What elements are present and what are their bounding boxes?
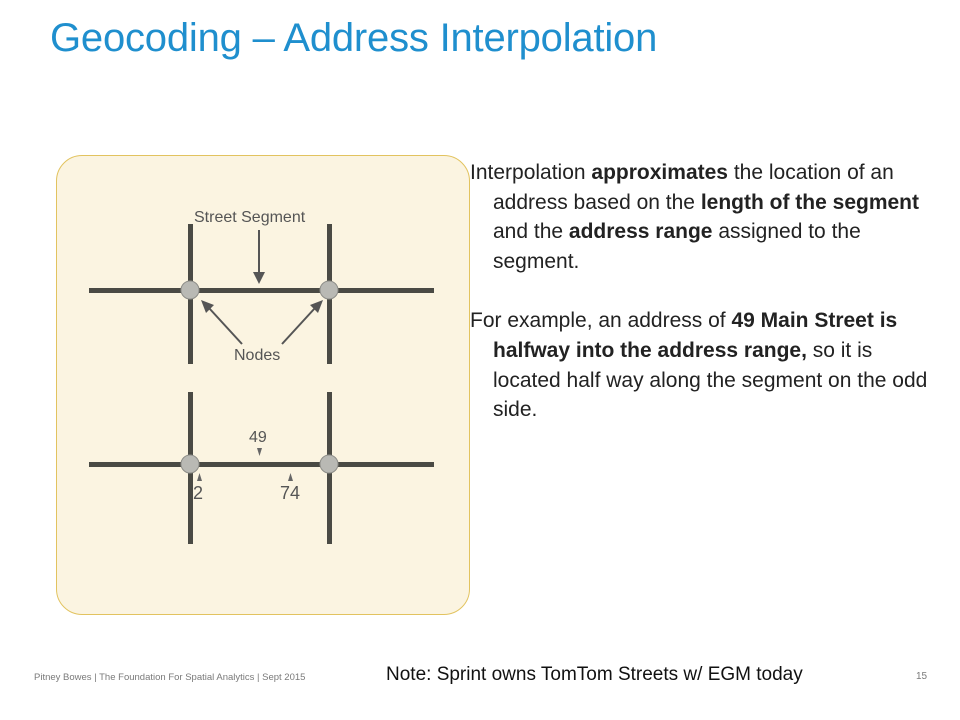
address-mid-marker [257, 448, 262, 456]
body-text: Interpolation approximates the location … [470, 158, 930, 425]
node-left-bottom [180, 454, 200, 474]
node-arrow-right-shaft [281, 307, 316, 345]
horizontal-road-bottom [89, 462, 434, 467]
bold-run: 49 Main Street is halfway into the addre… [493, 309, 898, 362]
node-left-top [180, 280, 200, 300]
horizontal-road-top [89, 288, 434, 293]
text-run: Interpolation [470, 161, 592, 184]
segment-arrow-head [253, 272, 265, 284]
text-run: assigned to the segment. [493, 220, 861, 273]
page-number: 15 [916, 671, 928, 682]
street-segment-illustration: Street Segment Nodes [89, 209, 434, 364]
bold-run: length of the segment [700, 190, 920, 214]
address-interpolation-diagram: Street Segment Nodes 49 2 74 [89, 209, 434, 544]
note-text: Note: Sprint owns TomTom Streets w/ EGM … [386, 664, 803, 685]
bold-run: address range [568, 220, 713, 244]
text-run: For example, an address of [470, 309, 732, 333]
slide-title: Geocoding – Address Interpolation [50, 16, 658, 60]
address-start-label: 2 [193, 483, 203, 503]
street-segment-label: Street Segment [194, 209, 306, 226]
footer-text: Pitney Bowes | The Foundation For Spatia… [34, 672, 306, 683]
example-paragraph: For example, an address of 49 Main Stree… [470, 306, 930, 424]
address-end-marker [288, 473, 293, 481]
node-arrow-left-shaft [208, 307, 243, 345]
text-run: so it is located half way along the segm… [493, 338, 928, 422]
bold-run: approximates [591, 161, 728, 184]
node-right-bottom [319, 454, 339, 474]
interpolation-paragraph: Interpolation approximates the location … [470, 158, 930, 276]
nodes-label: Nodes [234, 347, 280, 364]
address-start-marker [197, 473, 202, 481]
text-run: the location of an address based on the [493, 161, 894, 214]
text-run: and the [493, 220, 569, 244]
node-arrow-right-head [310, 300, 323, 313]
node-arrow-left-head [201, 300, 214, 313]
address-end-label: 74 [280, 483, 300, 503]
address-range-illustration: 49 2 74 [89, 392, 434, 544]
diagram-frame [56, 155, 470, 615]
node-right-top [319, 280, 339, 300]
address-mid-label: 49 [249, 429, 267, 446]
